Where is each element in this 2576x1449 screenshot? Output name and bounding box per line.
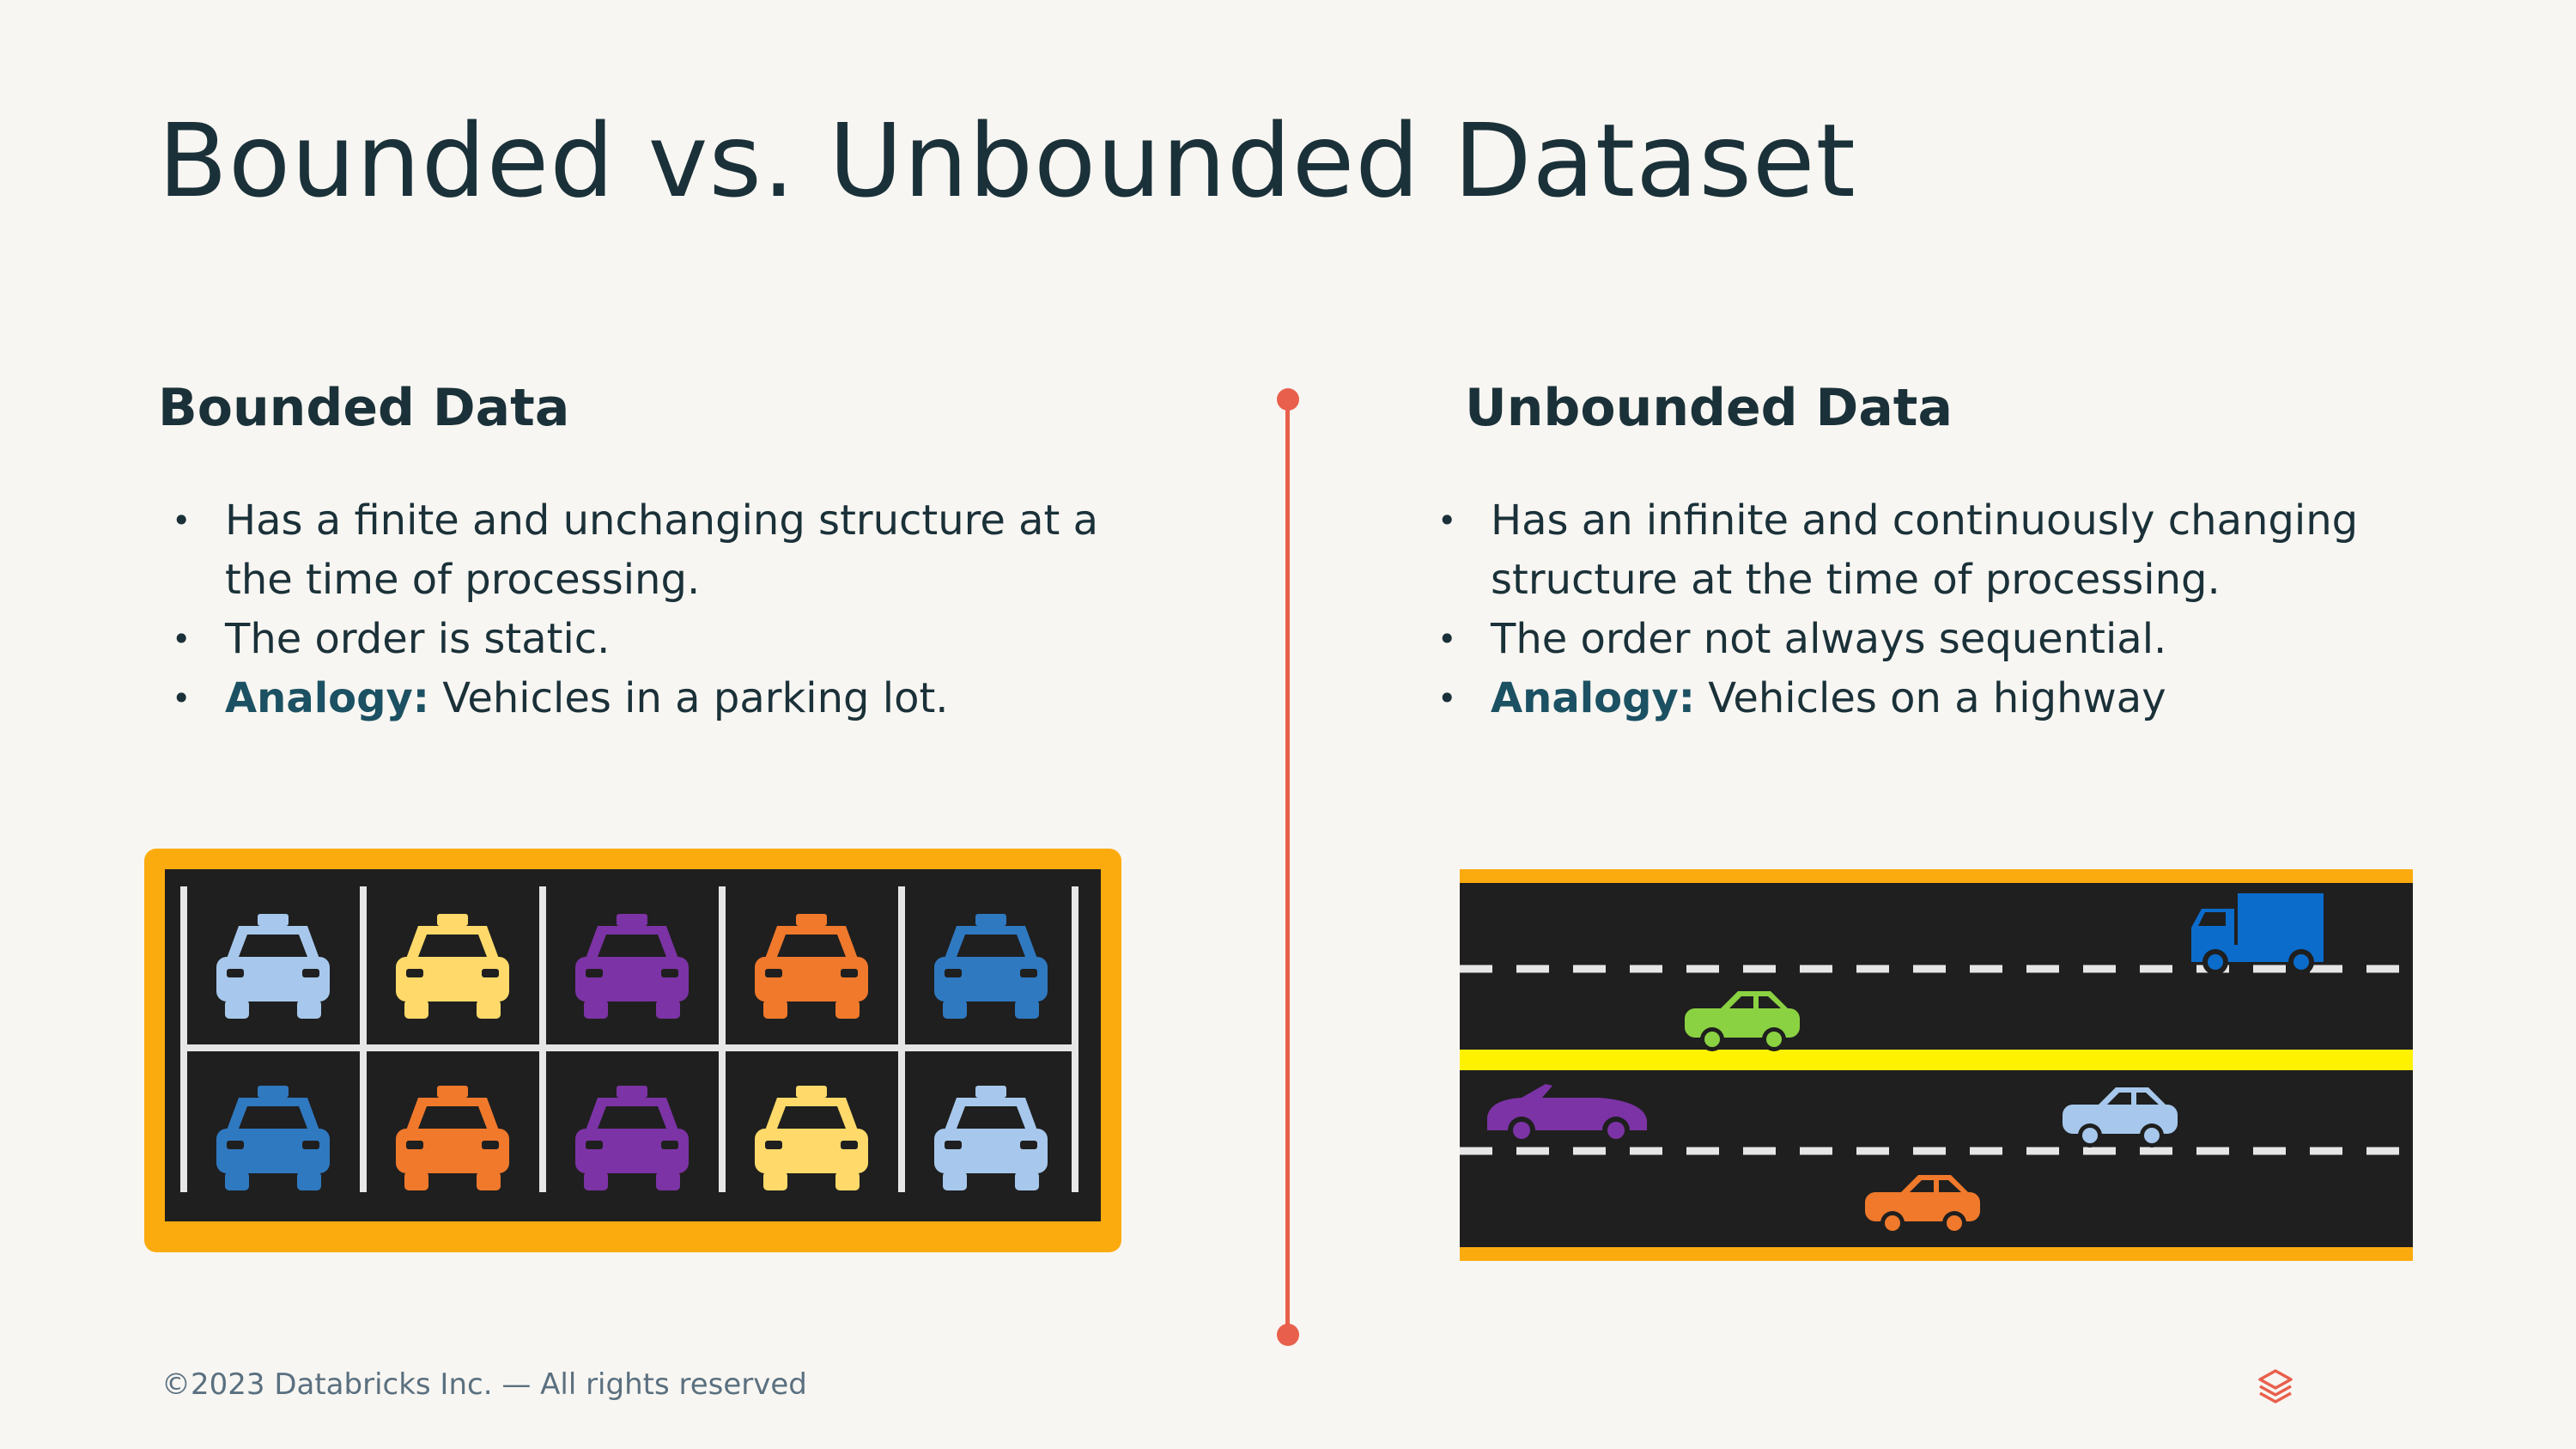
unbounded-bullet-1: Has an infinite and continuously changin… [1429, 491, 2408, 610]
divider-bottom-dot [1277, 1324, 1299, 1346]
parked-car-r2-c1 [216, 1086, 330, 1190]
parked-car-r2-c3 [575, 1086, 689, 1190]
unbounded-analogy-text: Vehicles on a highway [1694, 674, 2166, 722]
databricks-logo-icon [2258, 1369, 2293, 1403]
parked-car-r1-c4 [755, 914, 868, 1019]
highway-vehicle-4 [2063, 1087, 2178, 1148]
parked-cars [216, 914, 1048, 1190]
parked-car-r1-c3 [575, 914, 689, 1019]
highway-vehicle-3 [1487, 1084, 1647, 1144]
highway-vehicle-1 [2191, 893, 2324, 975]
bounded-bullet-2: The order is static. [163, 610, 1125, 669]
parked-car-r2-c2 [396, 1086, 509, 1190]
parked-car-r2-c4 [755, 1086, 868, 1190]
unbounded-analogy-label: Analogy: [1491, 674, 1695, 722]
parked-car-r1-c1 [216, 914, 330, 1019]
bounded-bullet-1: Has a finite and unchanging structure at… [163, 491, 1125, 610]
highway-center-line [1460, 1050, 2413, 1070]
column-divider [1285, 399, 1290, 1336]
unbounded-heading: Unbounded Data [1465, 378, 1953, 438]
highway-vehicles [1487, 893, 2324, 1235]
divider-top-dot [1277, 388, 1299, 411]
bounded-analogy-text: Vehicles in a parking lot. [428, 674, 949, 722]
unbounded-bullet-2: The order not always sequential. [1429, 610, 2408, 669]
highway-bottom-edge [1460, 1247, 2413, 1261]
highway-vehicle-2 [1685, 991, 1800, 1051]
parked-car-r1-c2 [396, 914, 509, 1019]
highway-vehicle-5 [1865, 1175, 1980, 1235]
bounded-bullet-3: Analogy: Vehicles in a parking lot. [163, 669, 1125, 728]
parked-car-r2-c5 [934, 1086, 1048, 1190]
parked-car-r1-c5 [934, 914, 1048, 1019]
unbounded-bullet-3: Analogy: Vehicles on a highway [1429, 669, 2408, 728]
parking-lines [180, 886, 1078, 1192]
slide-title: Bounded vs. Unbounded Dataset [158, 101, 1856, 220]
parking-lot-illustration [144, 849, 1121, 1252]
highway-illustration [1460, 869, 2413, 1261]
unbounded-bullet-list: Has an infinite and continuously changin… [1429, 491, 2408, 728]
copyright-footer: ©2023 Databricks Inc. — All rights reser… [161, 1367, 807, 1402]
highway-top-edge [1460, 869, 2413, 883]
bounded-analogy-label: Analogy: [225, 674, 429, 722]
bounded-heading: Bounded Data [158, 378, 570, 438]
bounded-bullet-list: Has a finite and unchanging structure at… [163, 491, 1125, 728]
